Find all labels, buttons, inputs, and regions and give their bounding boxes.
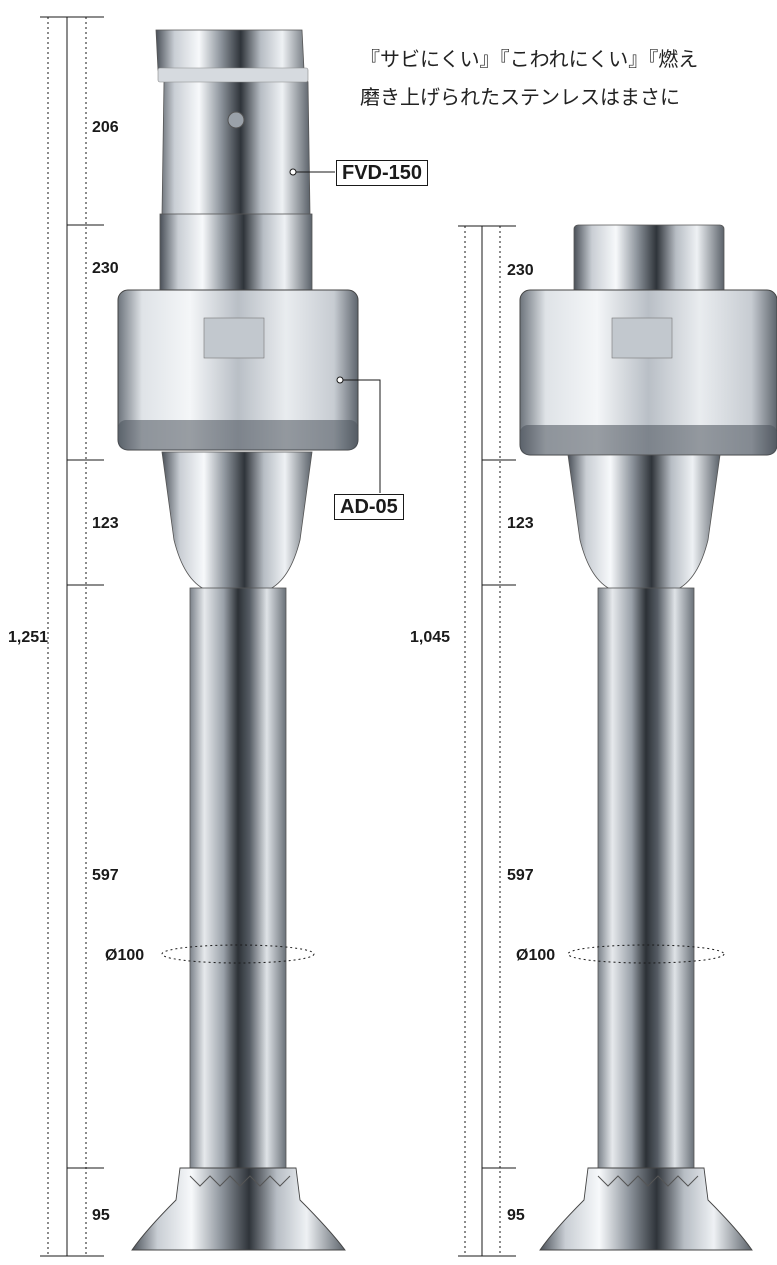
left-total-height: 1,251 [8, 629, 48, 646]
left-dimension-lines [40, 16, 104, 1257]
left-diameter-ring [161, 944, 315, 964]
left-seg-5: 95 [92, 1207, 110, 1224]
right-diameter-ring [567, 944, 725, 964]
left-seg-2: 230 [92, 260, 119, 277]
headline-line-1: 『サビにくい』『こわれにくい』『燃え [360, 47, 699, 71]
callout-fvd-150: FVD-150 [336, 160, 429, 186]
headline: 『サビにくい』『こわれにくい』『燃え 磨き上げられたステンレスはまさに [360, 40, 777, 116]
right-seg-4: 95 [507, 1207, 525, 1224]
left-seg-3: 123 [92, 515, 119, 532]
right-seg-2: 123 [507, 515, 534, 532]
left-product-assembly [117, 29, 359, 1251]
right-dimension-lines [458, 225, 516, 1257]
callout-leaders [289, 168, 381, 493]
right-diameter: Ø100 [516, 947, 555, 964]
right-total-height: 1,045 [410, 629, 450, 646]
left-seg-4: 597 [92, 867, 119, 884]
left-seg-1: 206 [92, 119, 119, 136]
right-seg-1: 230 [507, 262, 534, 279]
callout-ad-05: AD-05 [334, 494, 404, 520]
headline-line-2: 磨き上げられたステンレスはまさに [360, 85, 680, 109]
right-seg-3: 597 [507, 867, 534, 884]
left-diameter: Ø100 [105, 947, 144, 964]
right-product-assembly [519, 224, 777, 1251]
